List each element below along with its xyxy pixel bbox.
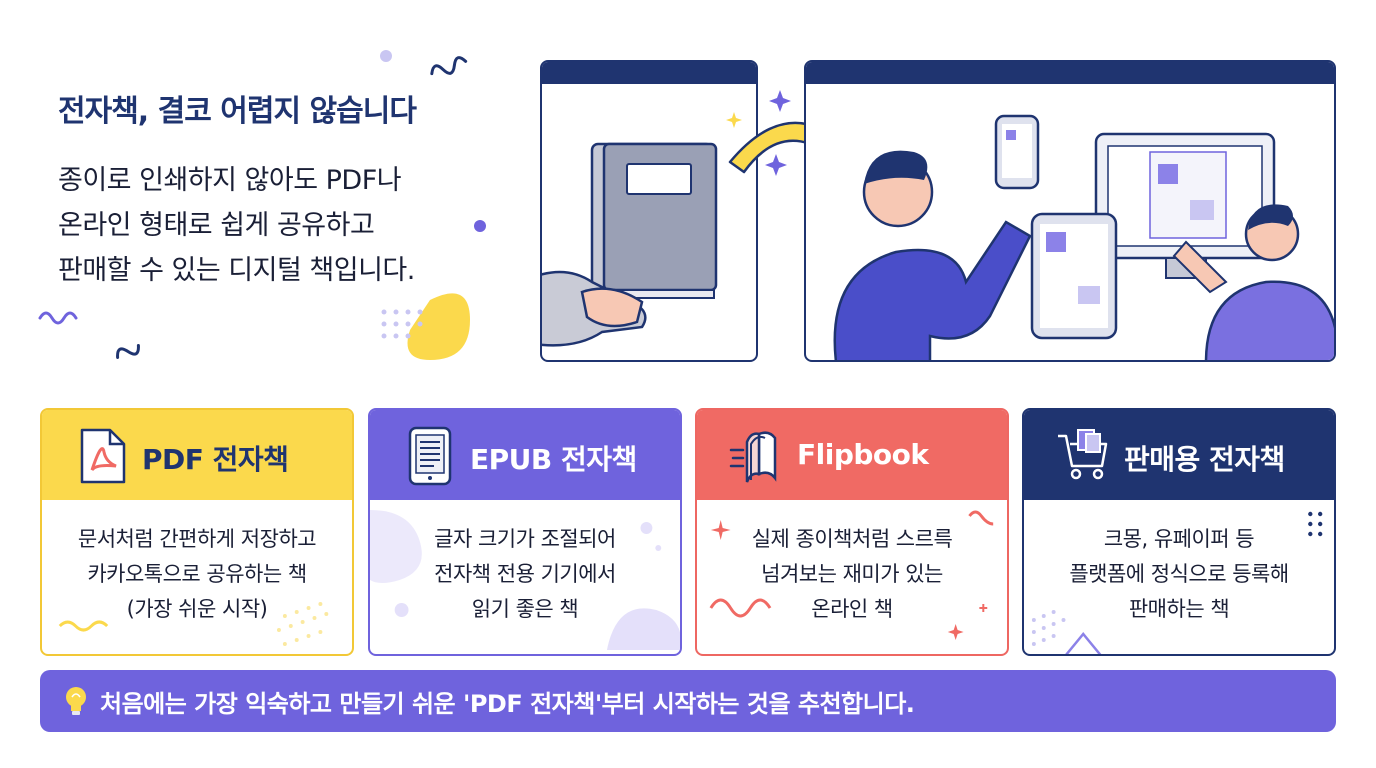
- card-line: 카카오톡으로 공유하는 책: [87, 562, 307, 586]
- intro-line: 온라인 형태로 쉽게 공유하고: [58, 210, 375, 241]
- card-description: 문서처럼 간편하게 저장하고 카카오톡으로 공유하는 책 (가장 쉬운 시작): [42, 522, 352, 627]
- card-sale-ebook: 판매용 전자책 크몽, 유페이퍼 등 플랫폼에 정식으로 등록해 판매하는 책: [1022, 408, 1336, 656]
- tip-banner: 처음에는 가장 익숙하고 만들기 쉬운 'PDF 전자책'부터 시작하는 것을 …: [40, 670, 1336, 732]
- card-header: PDF 전자책: [42, 410, 352, 500]
- card-title: 판매용 전자책: [1124, 443, 1285, 476]
- card-decoration: [370, 510, 680, 650]
- card-decoration: [58, 602, 329, 646]
- intro-title: 전자책, 결코 어렵지 않습니다: [58, 94, 417, 129]
- card-line: 넘겨보는 재미가 있는: [761, 562, 943, 586]
- tip-text: 처음에는 가장 익숙하고 만들기 쉬운 'PDF 전자책'부터 시작하는 것을 …: [100, 689, 915, 718]
- card-line: 글자 크기가 조절되어: [434, 527, 616, 551]
- card-line: 실제 종이책처럼 스르륵: [751, 527, 953, 551]
- card-line: 플랫폼에 정식으로 등록해: [1069, 562, 1289, 586]
- card-line: 판매하는 책: [1128, 597, 1230, 621]
- decorative-squiggles: [38, 50, 486, 360]
- devices-illustration-panel: [804, 60, 1336, 362]
- card-description: 크몽, 유페이퍼 등 플랫폼에 정식으로 등록해 판매하는 책: [1024, 522, 1334, 627]
- card-line: 온라인 책: [811, 597, 893, 621]
- intro-body: 종이로 인쇄하지 않아도 PDF나 온라인 형태로 쉽게 공유하고 판매할 수 …: [58, 158, 498, 293]
- card-line: 전자책 전용 기기에서: [434, 562, 616, 586]
- book-illustration-panel: [540, 60, 758, 362]
- card-epub-ebook: EPUB 전자책 글자 크기가 조절되어 전자책 전용 기기에서 읽기 좋은 책: [368, 408, 682, 656]
- card-title: EPUB 전자책: [470, 443, 637, 476]
- card-flipbook: Flipbook 실제 종이책처럼 스르륵 넘겨보는 재미가 있는 온라인 책: [695, 408, 1009, 656]
- card-decoration: [1031, 511, 1323, 654]
- ereader-icon: [408, 426, 452, 486]
- intro-line: 종이로 인쇄하지 않아도 PDF나: [58, 165, 402, 196]
- card-line: (가장 쉬운 시작): [126, 597, 268, 621]
- shopping-cart-icon: [1058, 429, 1108, 480]
- intro-line: 판매할 수 있는 디지털 책입니다.: [58, 255, 415, 286]
- card-line: 문서처럼 간편하게 저장하고: [77, 527, 317, 551]
- pdf-file-icon: [80, 428, 126, 484]
- card-description: 글자 크기가 조절되어 전자책 전용 기기에서 읽기 좋은 책: [370, 522, 680, 627]
- card-line: 읽기 좋은 책: [471, 597, 579, 621]
- card-decoration: [709, 510, 994, 640]
- card-header: 판매용 전자책: [1024, 410, 1334, 500]
- flipping-pages-icon: [729, 431, 777, 483]
- card-header: EPUB 전자책: [370, 410, 680, 500]
- card-title: PDF 전자책: [142, 443, 289, 476]
- card-description: 실제 종이책처럼 스르륵 넘겨보는 재미가 있는 온라인 책: [697, 522, 1007, 627]
- card-title: Flipbook: [797, 438, 929, 471]
- card-line: 크몽, 유페이퍼 등: [1103, 527, 1255, 551]
- people-with-devices-illustration: [833, 114, 1334, 360]
- lightbulb-icon: [66, 687, 86, 715]
- book-icon: [542, 142, 718, 347]
- card-pdf-ebook: PDF 전자책 문서처럼 간편하게 저장하고 카카오톡으로 공유하는 책 (가장…: [40, 408, 354, 656]
- card-header: Flipbook: [697, 410, 1007, 500]
